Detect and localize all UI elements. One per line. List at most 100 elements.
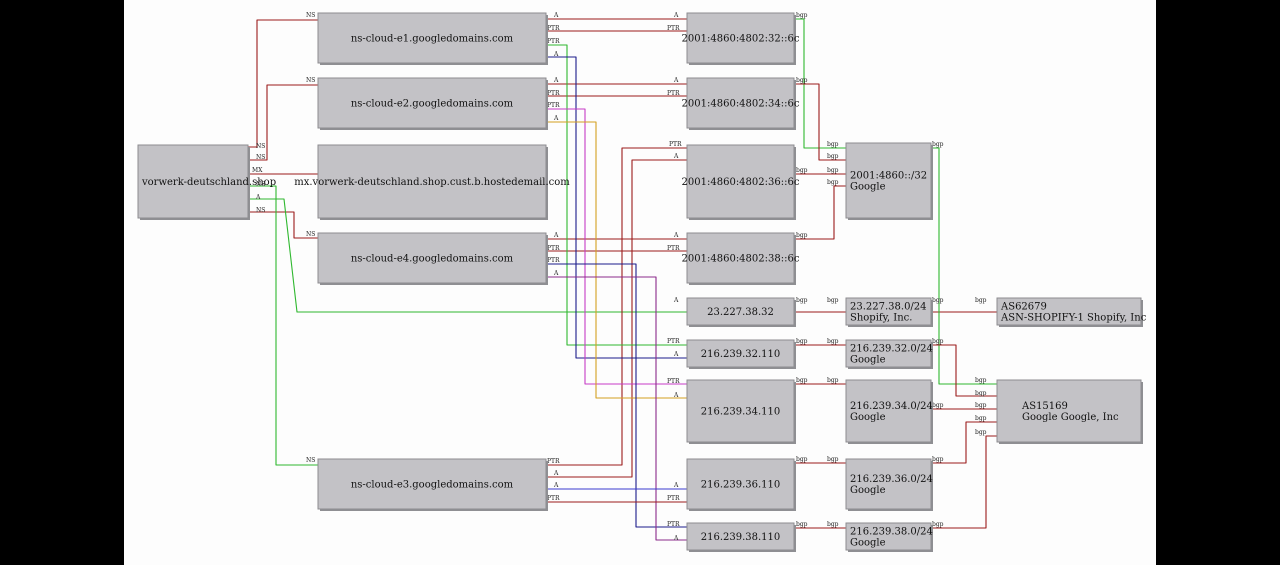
node-box — [686, 379, 795, 443]
edge-label: bgp — [827, 141, 839, 148]
edge-bgp-v6-38 — [794, 185, 846, 240]
node-label: 23.227.38.32 — [707, 307, 774, 318]
node-box — [137, 144, 249, 219]
edge-label: NS — [256, 207, 265, 214]
edge-label: PTR — [667, 338, 680, 345]
edge-label: PTR — [667, 378, 680, 385]
node-label: 216.239.38.0/24 — [850, 527, 933, 538]
node-box — [996, 297, 1142, 326]
edge-label: bgp — [796, 521, 808, 528]
edge-a-e4-38 — [547, 276, 687, 541]
node-box — [317, 12, 547, 64]
node-box — [845, 522, 932, 551]
edge-label: bgp — [796, 338, 808, 345]
edge-label: bgp — [827, 167, 839, 174]
edge-label: bgp — [796, 297, 808, 304]
node-box — [686, 339, 795, 368]
edge-label: A — [553, 470, 559, 477]
node-v6-32: 2001:4860:4802:32::6c — [682, 12, 800, 65]
edge-label: NS — [256, 143, 265, 150]
edge-bgp-38-as — [931, 435, 997, 529]
node-label: vorwerk-deutschland.shop — [141, 177, 276, 188]
edge-label: bgp — [975, 429, 987, 436]
edge-ns-e1 — [247, 19, 318, 148]
node-label: 2001:4860:4802:38::6c — [682, 254, 800, 265]
node-label: 216.239.36.0/24 — [850, 474, 933, 485]
edge-label: NS — [256, 181, 265, 188]
nodes-layer: vorwerk-deutschland.shop ns-cloud-e1.goog… — [137, 12, 1147, 552]
edge-label: bgp — [796, 77, 808, 84]
edge-label: PTR — [667, 495, 680, 502]
edge-label: bgp — [827, 456, 839, 463]
edge-label: bgp — [975, 402, 987, 409]
edge-label: A — [673, 153, 679, 160]
edge-label: PTR — [547, 25, 560, 32]
edge-label: bgp — [796, 377, 808, 384]
edge-label: bgp — [827, 297, 839, 304]
edge-label: bgp — [827, 521, 839, 528]
edge-label: bgp — [975, 415, 987, 422]
node-box — [686, 297, 795, 326]
edge-label: A — [673, 12, 679, 19]
edge-label: A — [553, 51, 559, 58]
node-label: 2001:4860:4802:32::6c — [682, 34, 800, 45]
node-label: ns-cloud-e3.googledomains.com — [351, 480, 514, 491]
edge-label: bgp — [975, 297, 987, 304]
edge-ptr-v6-36 — [547, 147, 687, 466]
edge-label: bgp — [796, 232, 808, 239]
edge-label: A — [673, 351, 679, 358]
edge-label: PTR — [669, 141, 682, 148]
node-label: 23.227.38.0/24 — [850, 302, 927, 313]
edge-label: PTR — [667, 90, 680, 97]
edge-label: bgp — [827, 179, 839, 186]
node-box — [686, 232, 795, 284]
node-ns-e1: ns-cloud-e1.googledomains.com — [317, 12, 548, 65]
node-ns-e2: ns-cloud-e2.googledomains.com — [317, 77, 548, 130]
node-label: 216.239.34.110 — [701, 407, 781, 418]
node-mx: mx.vorwerk-deutschland.shop.cust.b.hoste… — [294, 144, 570, 220]
node-label: ns-cloud-e4.googledomains.com — [351, 254, 514, 265]
edge-label: bgp — [975, 390, 987, 397]
node-v4-216-239-32-110: 216.239.32.110 — [686, 339, 796, 369]
node-label: 216.239.38.110 — [701, 532, 781, 543]
edge-label: NS — [306, 231, 315, 238]
edge-label: bgp — [796, 12, 808, 19]
node-v6-38: 2001:4860:4802:38::6c — [682, 232, 800, 285]
node-label: ASN-SHOPIFY-1 Shopify, Inc — [1000, 313, 1147, 324]
node-label: Google — [850, 485, 886, 496]
edge-label: NS — [256, 154, 265, 161]
edge-label: PTR — [667, 25, 680, 32]
node-box — [845, 142, 932, 219]
node-ns-e3: ns-cloud-e3.googledomains.com — [317, 458, 548, 511]
edge-label: bgp — [827, 153, 839, 160]
node-label: AS15169 — [1021, 401, 1068, 412]
node-ns-e4: ns-cloud-e4.googledomains.com — [317, 232, 548, 285]
edge-label: A — [673, 77, 679, 84]
edge-label: NS — [306, 77, 315, 84]
edge-bgp-32-as — [931, 344, 997, 397]
node-v4-23-227-38-32: 23.227.38.32 — [686, 297, 796, 327]
edge-label: A — [255, 194, 261, 201]
edge-a-shopify — [247, 198, 687, 313]
edge-label: MX — [252, 167, 263, 174]
node-label: AS62679 — [1000, 302, 1047, 313]
node-box — [845, 339, 932, 368]
edge-label: bgp — [932, 402, 944, 409]
node-box — [845, 379, 932, 443]
node-box — [686, 144, 795, 219]
edge-label: bgp — [796, 167, 808, 174]
edge-ptr-e2-34 — [547, 108, 687, 385]
edge-label: bgp — [932, 338, 944, 345]
node-box — [996, 379, 1142, 443]
node-box — [317, 458, 547, 510]
node-box — [845, 297, 932, 326]
edge-label: NS — [306, 12, 315, 19]
node-v4-216-239-38-110: 216.239.38.110 — [686, 522, 796, 552]
edge-label: bgp — [932, 521, 944, 528]
